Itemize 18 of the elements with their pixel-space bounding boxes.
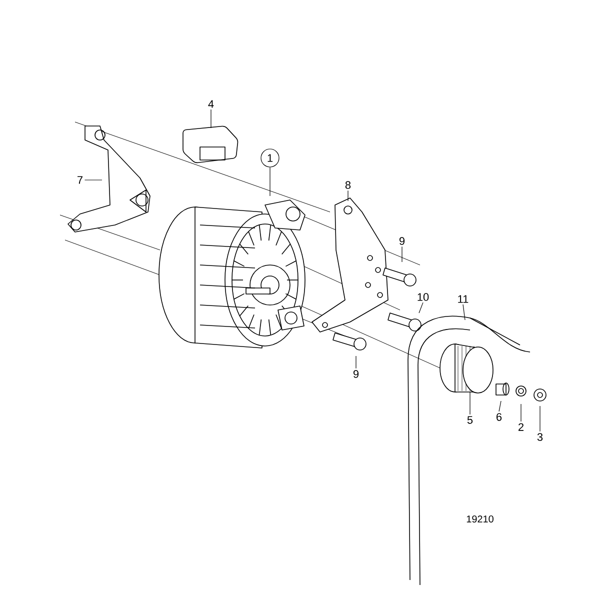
circled-callout-number: 1 bbox=[260, 148, 280, 168]
leader-line bbox=[210, 109, 212, 128]
leader-line bbox=[418, 302, 424, 314]
callout-number: 7 bbox=[75, 174, 85, 186]
callout-number: 11 bbox=[456, 294, 470, 304]
callout-number: 5 bbox=[465, 414, 475, 426]
leader-line bbox=[498, 400, 502, 412]
leader-line bbox=[462, 304, 466, 320]
callout-number: 8 bbox=[343, 180, 353, 190]
figure-number: 19210 bbox=[466, 515, 494, 523]
leader-line bbox=[520, 404, 522, 422]
callout-number: 3 bbox=[535, 432, 545, 442]
callout-number: 2 bbox=[516, 422, 526, 432]
callout-number: 9 bbox=[351, 368, 361, 380]
callout-number: 6 bbox=[494, 412, 504, 422]
callout-number: 10 bbox=[415, 292, 431, 302]
callout-number: 4 bbox=[206, 98, 216, 110]
callout-number: 9 bbox=[397, 236, 407, 246]
